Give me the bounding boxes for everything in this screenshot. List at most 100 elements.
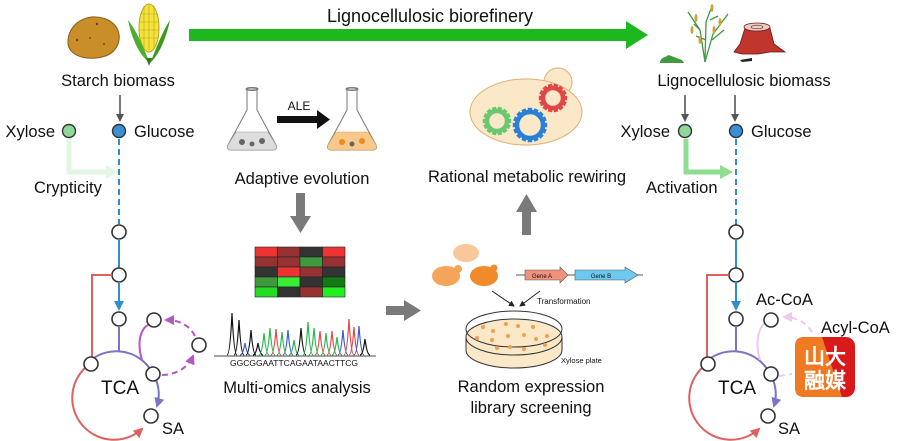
corn-icon	[128, 3, 170, 66]
right-xylose-label: Xylose	[620, 123, 670, 141]
activation-label: Activation	[646, 179, 718, 197]
left-pathway-node-2	[111, 267, 127, 283]
left-pathway-node-1	[111, 224, 127, 240]
heatmap-cell	[322, 256, 346, 268]
ale-arrow	[277, 110, 330, 129]
colony	[504, 322, 508, 326]
left-xylose-node	[61, 123, 77, 139]
xylose-plate-label: Xylose plate	[561, 356, 602, 365]
right-pathway-node-2	[728, 267, 744, 283]
right-red-bypass	[706, 274, 729, 357]
right-xylose-node	[677, 123, 693, 139]
left-dashed-loop-arrow-2	[161, 354, 195, 376]
heatmap-cell	[322, 266, 346, 278]
heatmap-cell	[322, 286, 346, 298]
left-sa-node	[143, 408, 159, 424]
chromatogram-peak	[245, 329, 257, 356]
chromatogram-peak	[326, 330, 338, 356]
ale-label: ALE	[288, 99, 311, 113]
biorefinery-title: Lignocellulosic biorefinery	[327, 6, 533, 26]
chromatogram-peak	[239, 342, 251, 356]
right-pink-arc	[756, 321, 767, 361]
colony	[491, 329, 495, 333]
heatmap-cell	[254, 246, 278, 258]
left-dashed-loop-arrow-1	[164, 315, 196, 337]
activation-arrow	[683, 139, 733, 179]
screening-label-line1: Random expression	[458, 378, 605, 396]
sequencing-chromatogram	[226, 312, 371, 356]
heatmap-cell	[254, 286, 278, 298]
left-pathway-node-3	[111, 311, 127, 327]
left-tca-node-2	[145, 366, 161, 382]
chromatogram-peak	[348, 326, 360, 356]
blue-gear-icon	[512, 107, 548, 143]
left-tca-label: TCA	[101, 378, 139, 399]
heatmap-cell	[299, 256, 323, 268]
chromatogram-peak	[233, 319, 245, 356]
rational-rewiring-label: Rational metabolic rewiring	[428, 168, 626, 186]
watermark-badge	[795, 337, 855, 397]
transformation-arrow-1	[491, 290, 515, 307]
crypticity-arrow	[66, 139, 118, 179]
left-red-bypass	[91, 274, 112, 357]
left-tca-red-arc	[71, 366, 144, 441]
colony	[506, 334, 510, 338]
right-tca-node-2	[763, 366, 779, 382]
left-glucose-label: Glucose	[134, 123, 195, 141]
right-sa-label: SA	[778, 420, 800, 438]
colony	[534, 337, 538, 341]
multi-omics-label: Multi-omics analysis	[223, 379, 371, 397]
heatmap-cell	[299, 276, 323, 288]
right-tca-node-1	[700, 356, 716, 372]
chromatogram-peak	[295, 327, 307, 356]
chromatogram-peak	[320, 332, 332, 356]
lignocellulosic-biomass-label: Lignocellulosic biomass	[657, 72, 830, 90]
plate-colonies	[475, 322, 549, 351]
heatmap-cell	[277, 256, 301, 268]
left-tca-purple-arc	[90, 350, 165, 408]
heatmap-cell	[322, 276, 346, 288]
ac-coa-node	[763, 312, 779, 328]
crypticity-label: Crypticity	[34, 179, 103, 197]
right-tca-purple-arc	[707, 350, 782, 408]
colony	[481, 325, 485, 329]
colony	[543, 343, 547, 347]
chromatogram-peak	[226, 312, 238, 356]
left-tca-node-1	[83, 356, 99, 372]
right-pathway-node-3	[728, 311, 744, 327]
adaptive-to-omics-arrow	[290, 193, 311, 233]
heatmap-cell	[299, 286, 323, 298]
chromatogram-peak	[314, 330, 326, 356]
screening-label-line2: library screening	[470, 399, 591, 417]
heatmap-cell	[254, 266, 278, 278]
colony	[516, 324, 520, 328]
colony	[495, 346, 499, 350]
tca-to-acyl-dashed	[778, 373, 793, 377]
left-loop-node-1	[146, 312, 162, 328]
heatmap-cell	[322, 246, 346, 258]
heatmap-cell	[254, 256, 278, 268]
gene-a-arrow	[524, 266, 569, 284]
green-gear-icon	[482, 106, 512, 136]
ac-coa-label: Ac-CoA	[756, 291, 813, 309]
colony	[545, 334, 549, 338]
left-sa-label: SA	[162, 420, 184, 438]
acyl-coa-label: Acyl-CoA	[821, 319, 890, 337]
left-glucose-node	[111, 123, 127, 139]
omics-heatmap	[254, 246, 346, 298]
adaptive-evolution-label: Adaptive evolution	[235, 170, 370, 188]
tree-stump-icon	[733, 22, 787, 62]
watermark-line2: 融媒	[804, 369, 847, 393]
chromatogram-peak	[252, 342, 264, 356]
colony	[490, 338, 494, 342]
omics-to-screening-arrow	[386, 300, 421, 321]
chromatogram-peak	[331, 336, 343, 356]
right-sa-node	[760, 408, 776, 424]
gene-b-arrow	[574, 266, 639, 284]
transformation-label: Transformation	[537, 297, 591, 306]
chromatogram-peak	[337, 329, 349, 356]
colony	[531, 325, 535, 329]
dna-sequence: GGCGGAATTCAGAATAACTTCG	[230, 358, 358, 368]
